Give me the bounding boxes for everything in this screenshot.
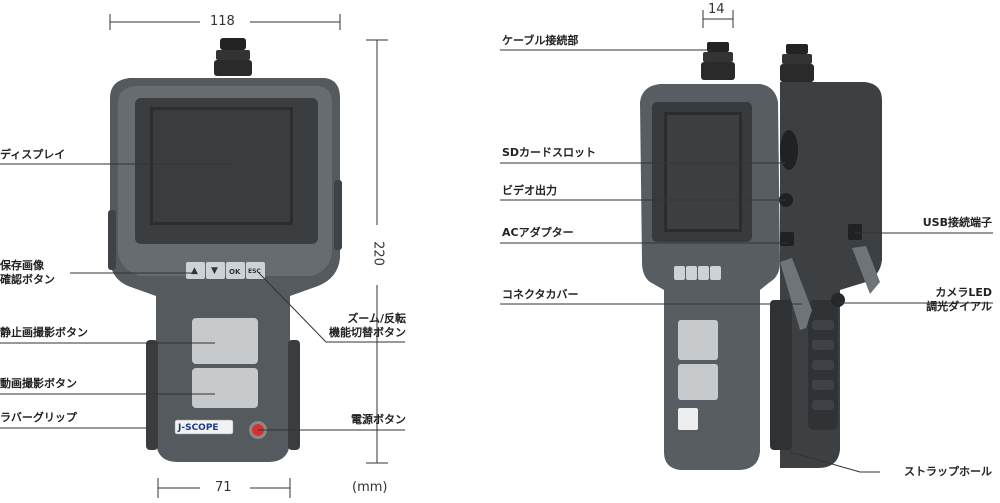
front-device [108,38,342,462]
label-cable-connector: ケーブル接続部 [502,34,579,47]
brand-logo-text: J-SCOPE [178,423,219,433]
ok-button: OK [229,268,241,276]
label-led-dial-1: カメラLED [935,286,992,299]
dimension-lines [109,10,734,498]
label-video-capture: 動画撮影ボタン [0,377,77,390]
label-connector-cover: コネクタカバー [502,288,579,301]
label-zoom-flip-2: 機能切替ボタン [329,326,406,339]
label-save-confirm-2: 確認ボタン [0,273,55,286]
label-save-confirm-1: 保存画像 [0,259,44,272]
side-device [640,42,882,470]
label-ac-adapter: ACアダプター [502,226,574,239]
esc-button: ESC [248,268,261,275]
dim-height: 220 [370,241,386,266]
label-usb-port: USB接続端子 [922,216,992,229]
dim-width-top: 118 [210,14,235,29]
label-still-capture: 静止画撮影ボタン [0,326,88,339]
down-button: ▼ [211,266,218,276]
label-sd-slot: SDカードスロット [502,146,597,159]
label-rubber-grip: ラバーグリップ [0,411,77,424]
label-zoom-flip-1: ズーム/反転 [347,312,406,325]
label-led-dial-2: 調光ダイアル [926,300,992,313]
label-video-out: ビデオ出力 [502,184,557,197]
dim-width-bottom: 71 [215,480,232,495]
label-display: ディスプレイ [0,148,66,161]
label-strap-hole: ストラップホール [904,465,992,478]
up-button: ▲ [191,266,198,276]
leader-lines [0,49,993,473]
dim-cable-depth: 14 [708,2,725,17]
label-power: 電源ボタン [351,413,406,426]
dim-unit: (mm) [352,480,388,495]
